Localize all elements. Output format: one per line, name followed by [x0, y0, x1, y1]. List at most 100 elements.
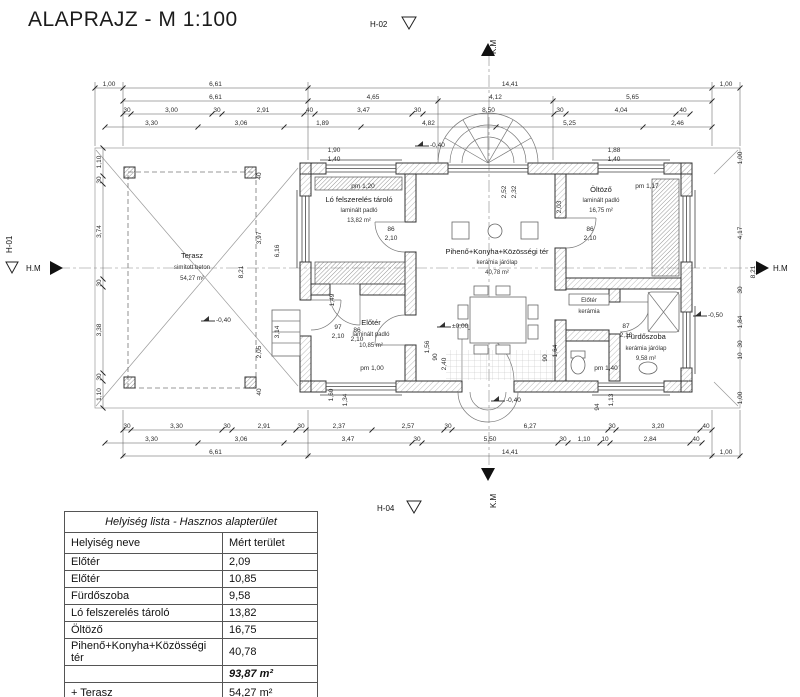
window-right-2 [681, 306, 696, 374]
chair [495, 344, 511, 355]
dim-label: 86 [387, 226, 395, 233]
dim-label: 6,61 [209, 81, 222, 88]
dim-label: 1,10 [578, 436, 591, 443]
dim-label: 1,56 [424, 340, 431, 353]
dim-label: 1,10 [96, 155, 103, 168]
sink [638, 361, 658, 375]
dim-label: 30 [297, 423, 305, 430]
toilet [570, 355, 586, 375]
dim-label: 2,91 [258, 423, 271, 430]
dim-label: 2,84 [644, 436, 657, 443]
chair [527, 304, 539, 320]
section-triangle-h02 [401, 16, 417, 30]
room-name-furdoszoba: Fürdőszoba [626, 332, 666, 341]
dim-label: 6,61 [209, 94, 222, 101]
window-bottom-1 [320, 381, 402, 396]
dim-label: 3,30 [145, 436, 158, 443]
table-total-row: 93,87 m² [64, 665, 318, 683]
dim-label: 10 [601, 436, 609, 443]
room-name-eloter-kis: Előtér [581, 298, 597, 304]
dim-label: 40 [256, 172, 263, 180]
dim-label: 2,05 [256, 345, 263, 358]
dim-label: 1,00 [720, 81, 733, 88]
dim-label: 40 [306, 107, 314, 114]
window-right-1 [681, 190, 696, 268]
terrace-column [244, 166, 257, 179]
dim-label: 90 [542, 354, 549, 362]
table-terrace-row: + Terasz 54,27 m² [64, 682, 318, 697]
dim-label: 30 [96, 176, 103, 184]
room-area-terasz: 54,27 m² [180, 276, 204, 282]
dim-label: 3,06 [235, 120, 248, 127]
dim-label: 3,30 [170, 423, 183, 430]
marker-h01-label: H-01 [5, 235, 14, 253]
room-finish-terasz: simított beton [174, 265, 210, 271]
window-top-2 [592, 159, 670, 174]
dim-label: 2,10 [332, 333, 345, 340]
dim-label: 3,47 [357, 107, 370, 114]
axis-arrow-km-top [481, 43, 495, 56]
section-triangle-h01 [5, 261, 19, 275]
dim-label: 2,10 [385, 235, 398, 242]
dim-label: 5,50 [484, 436, 497, 443]
dim-label: 1,84 [737, 315, 744, 328]
dim-label: 87 [622, 323, 630, 330]
room-finish-eloter-nagy: laminált padló [352, 332, 390, 338]
dim-label: 3,30 [145, 120, 158, 127]
table-col-name: Helyiség neve [64, 532, 223, 554]
chair [473, 344, 489, 355]
terrace-column [244, 376, 257, 389]
section-triangle-h04 [406, 500, 422, 514]
dim-label: 4,82 [422, 120, 435, 127]
room-finish-pihen: kerámia járólap [476, 260, 518, 266]
dim-label: 1,34 [342, 393, 349, 406]
dim-label: 4,12 [489, 94, 502, 101]
saddle-rack [314, 176, 403, 191]
room-name-terasz: Terasz [181, 251, 203, 260]
dim-label: 1,90 [328, 147, 341, 154]
storage-shelf [314, 261, 406, 285]
dim-label: 30 [414, 107, 422, 114]
marker-hm-right: H.M [773, 264, 788, 273]
chair [527, 324, 539, 340]
dim-label: 10 [737, 352, 744, 360]
dim-label: 30 [559, 436, 567, 443]
marker-km-top: K.M [489, 39, 498, 54]
dim-label: 14,41 [502, 449, 519, 456]
entry-steps [457, 391, 519, 423]
armchair [520, 221, 539, 240]
dim-label: 30 [96, 373, 103, 381]
dim-label: 2,32 [511, 185, 518, 198]
dim-label: 86 [353, 327, 361, 334]
dim-label: 2,52 [501, 185, 508, 198]
dim-label: 5,65 [626, 94, 639, 101]
dim-label: 3,38 [96, 323, 103, 336]
dim-label: 1,00 [737, 151, 744, 164]
dim-label: 30 [213, 107, 221, 114]
dim-label: 4,04 [615, 107, 628, 114]
terrace-label: + Terasz [64, 682, 223, 697]
window-bottom-2 [592, 381, 670, 396]
elevation-label: -0,40 [216, 317, 231, 324]
dim-label: 6,16 [274, 244, 281, 257]
dim-label: 6,61 [209, 449, 222, 456]
wardrobe [651, 178, 680, 277]
entry-bay-arcs [437, 112, 539, 164]
dim-label: 3,97 [256, 231, 263, 244]
dim-label: 2,46 [671, 120, 684, 127]
dim-label: 1,89 [316, 120, 329, 127]
room-finish-lo-tarolo: laminált padló [340, 208, 378, 214]
room-area-eloter-nagy: 10,85 m² [359, 343, 383, 349]
room-finish-oltozo: laminált padló [582, 198, 620, 204]
dim-label: 2,10 [620, 332, 633, 339]
elevation-label: -0,40 [430, 142, 445, 149]
room-labels: Terasz simított beton 54,27 m² Ló felsze… [174, 183, 667, 362]
table-col-area: Mért terület [222, 532, 318, 554]
dim-label: 30 [96, 279, 103, 287]
page-title: ALAPRAJZ - M 1:100 [28, 8, 238, 31]
room-area-pihen: 40,78 m² [485, 270, 509, 276]
